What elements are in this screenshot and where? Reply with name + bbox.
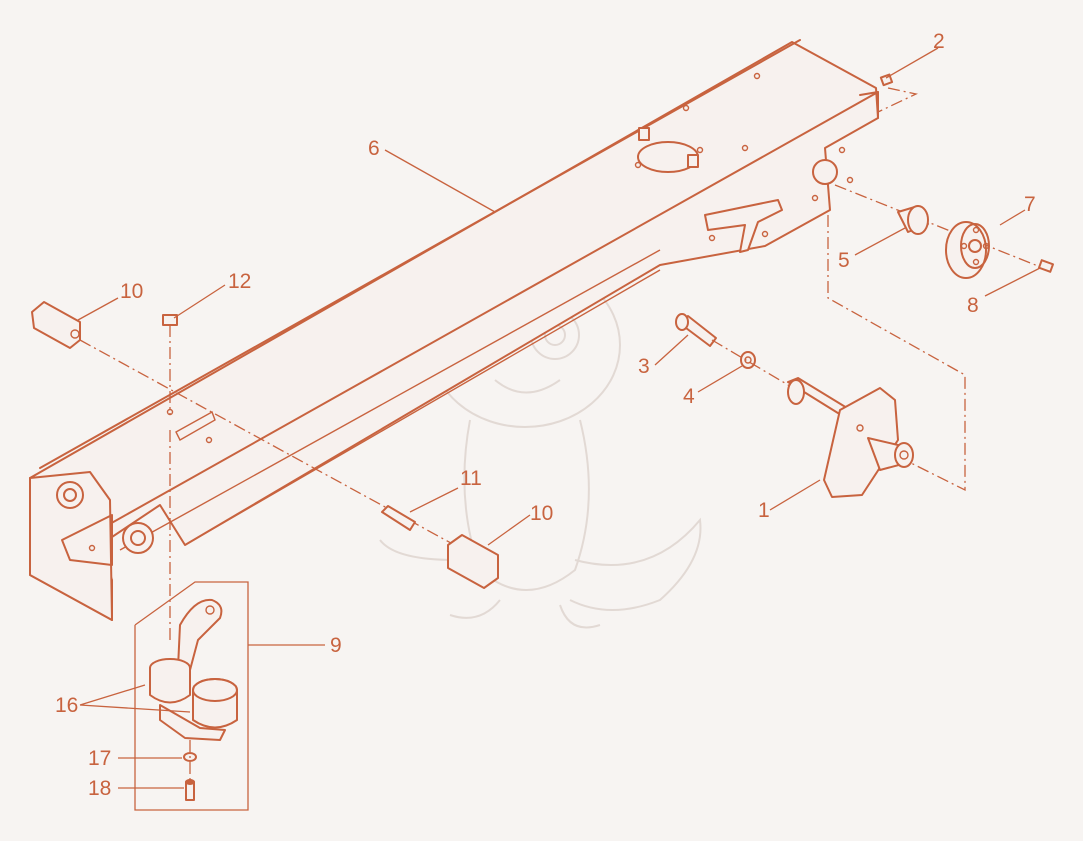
callout-10-center: 10 <box>530 502 553 525</box>
bushing-part-5 <box>897 205 929 235</box>
screw-part-12 <box>162 314 178 415</box>
callout-4: 4 <box>683 385 695 408</box>
callout-16: 16 <box>55 694 78 717</box>
callout-2: 2 <box>933 30 945 53</box>
callout-5: 5 <box>838 249 850 272</box>
roller-assembly-part-9 <box>134 430 249 811</box>
bolt-part-3 <box>675 313 717 347</box>
shaft-plate-part-1 <box>787 377 914 498</box>
spacer-part-10-left <box>31 301 81 349</box>
callout-8: 8 <box>967 294 979 317</box>
pin-part-11 <box>381 505 416 531</box>
callout-1: 1 <box>758 499 770 522</box>
callout-17: 17 <box>88 747 111 770</box>
callout-3: 3 <box>638 355 650 378</box>
callout-9: 9 <box>330 634 342 657</box>
callout-6: 6 <box>368 137 380 160</box>
screw-part-2 <box>877 73 919 113</box>
main-beam-part <box>29 39 879 621</box>
flange-assembly <box>834 184 1055 279</box>
callout-12: 12 <box>228 270 251 293</box>
nut-part-4 <box>740 351 756 369</box>
callout-11: 11 <box>460 467 482 490</box>
callout-10-left: 10 <box>120 280 143 303</box>
screw-part-8 <box>1037 259 1055 273</box>
callout-18: 18 <box>88 777 111 800</box>
callout-7: 7 <box>1024 193 1036 216</box>
spacer-part-10-center <box>447 534 499 589</box>
flange-part-7 <box>945 221 990 279</box>
